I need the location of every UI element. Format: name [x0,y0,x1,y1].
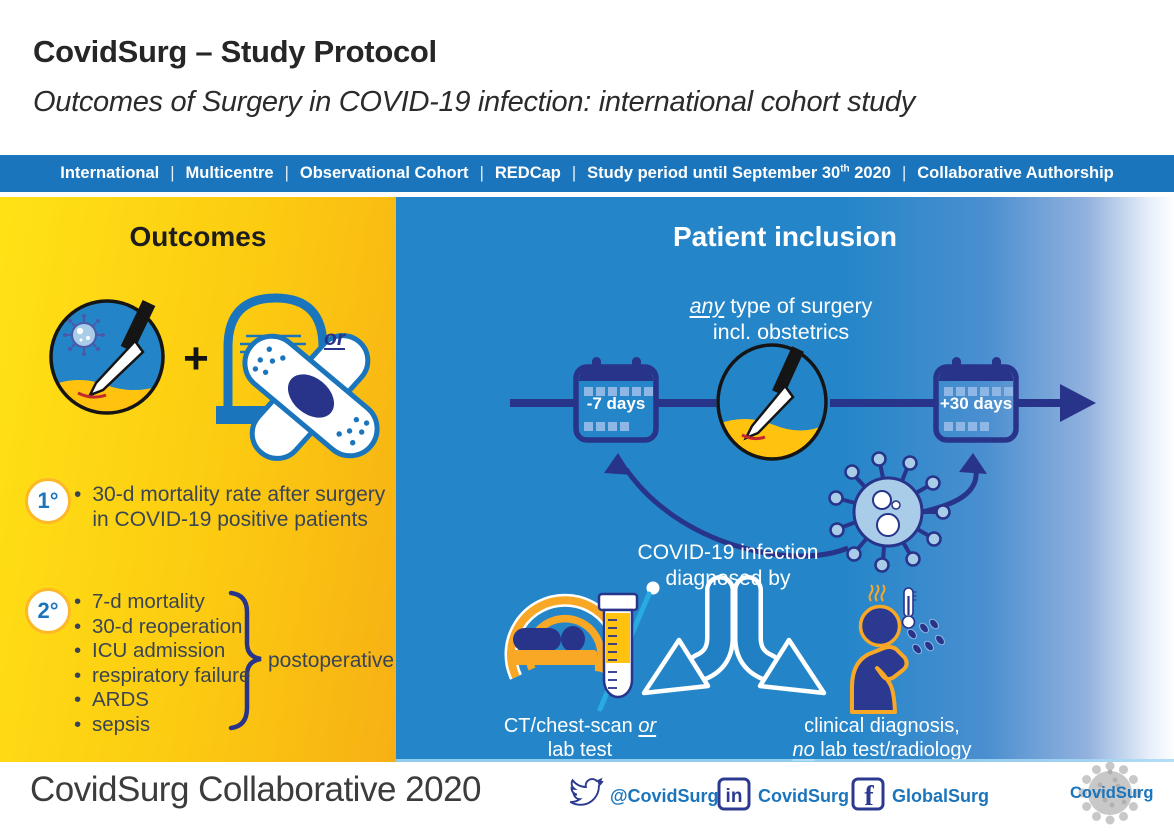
covid-caption-line1: COVID-19 infection [637,541,819,564]
covid-diagnosis-caption: COVID-19 infection diagnosed by [628,540,828,592]
study-attributes-banner: International | Multicentre | Observatio… [0,155,1174,192]
surgery-note-rest: type of surgery [724,294,873,318]
no-emphasis: no [792,739,815,761]
surgery-note-line2: incl. obstetrics [712,320,850,344]
calendar-minus7-icon [573,357,659,443]
surgery-incision-icon [49,299,165,415]
droplets [907,618,945,655]
diagnosis-branch-arrows [641,575,827,696]
page-title: CovidSurg – Study Protocol [33,34,437,69]
study-period-sup: th [840,163,850,175]
bullet: • [74,712,82,736]
surgery-incision-oval-icon [716,343,828,461]
clinical-rest: lab test/radiology [814,739,972,761]
banner-item-authorship: Collaborative Authorship [917,164,1114,182]
bullet: • [74,614,82,638]
list-item-label: sepsis [92,712,151,736]
timeline-arrowhead [1060,384,1096,422]
footer-collaborative-text: CovidSurg Collaborative 2020 [30,770,482,809]
banner-item-multicentre: Multicentre [185,164,274,182]
secondary-outcomes-list: • 7-d mortality • 30-d reoperation • ICU ad… [74,590,250,737]
banner-item-observational: Observational Cohort [299,164,469,182]
secondary-outcome-badge: 2° [25,588,71,634]
bullet: • [74,483,82,506]
list-item: • 30-d reoperation [74,615,250,640]
coronavirus-icon [828,451,951,573]
bullet: • [74,688,82,711]
banner-separator: | [284,164,289,182]
lab-test-tube-icon [597,581,660,712]
ct-lab-label: CT/chest-scan or lab test [470,714,690,762]
crossed-bandages-icon [242,333,380,461]
gray-virus-icon [1078,761,1142,825]
plus-sign: + [183,334,209,383]
banner-item-study-period: Study period until September 30th 2020 [576,164,902,183]
list-item: • 7-d mortality [74,590,250,615]
timeline-start-label: -7 days [586,394,646,413]
facebook-name[interactable]: GlobalSurg [892,786,990,806]
thermometer-icon [901,587,917,629]
list-item-label: 30-d reoperation [92,614,243,638]
facebook-icon[interactable]: f [850,776,886,812]
list-item-label: 7-d mortality [92,590,205,613]
ct-label-line2: lab test [547,739,613,761]
banner-separator: | [901,164,907,182]
small-virus-icon [63,314,105,356]
linkedin-icon[interactable]: in [716,776,752,812]
any-emphasis: any [689,294,725,318]
logo-text: CovidSurg [1070,784,1154,802]
banner-separator: | [571,164,577,182]
list-item: • ICU admission [74,639,250,664]
primary-outcome-text: 30-d mortality rate after surgery in COV… [92,483,386,531]
postoperative-label: postoperative [268,649,395,672]
primary-outcome-badge: 1° [25,478,71,524]
any-surgery-note: any type of surgery incl. obstetrics [616,293,946,345]
twitter-icon[interactable] [561,774,609,814]
ct-scanner-icon [504,593,626,683]
banner-item-redcap: REDCap [494,164,561,182]
list-item-label: ICU admission [92,639,226,662]
covidsurg-logo: CovidSurg [1070,760,1154,828]
inclusion-graphics [504,343,1096,714]
covid-caption-line2: diagnosed by [665,567,791,590]
twitter-handle[interactable]: @CovidSurg [610,786,719,806]
banner-separator: | [170,164,175,182]
list-item: • sepsis [74,713,250,738]
scalpel-icon [77,299,156,399]
clinical-diagnosis-label: clinical diagnosis, no lab test/radiolog… [762,714,1002,762]
study-period-text: Study period until September 30 [587,164,841,182]
bullet: • [74,663,82,687]
bullet: • [74,590,82,613]
outcomes-heading: Outcomes [129,221,267,252]
patient-inclusion-heading: Patient inclusion [672,221,898,252]
timeline-end-label: +30 days [939,394,1013,413]
coughing-person-icon [850,584,945,714]
patient-inclusion-panel [396,197,1174,762]
primary-outcome-item: • 30-d mortality rate after surgery in C… [74,482,386,532]
brace-glyph [228,590,262,731]
list-item-label: respiratory failure [92,663,251,687]
clinical-line1: clinical diagnosis, [804,715,960,737]
outcomes-graphics [49,293,380,731]
banner-item-international: International [60,164,160,182]
list-item: • respiratory failure [74,664,250,689]
study-period-year: 2020 [849,164,891,182]
calendar-plus30-icon [933,357,1019,443]
page-subtitle: Outcomes of Surgery in COVID-19 infectio… [33,86,915,118]
svg-text:f: f [864,781,874,812]
svg-text:in: in [726,786,743,807]
banner-separator: | [479,164,484,182]
ct-label-pre: CT/chest-scan [503,715,639,737]
linkedin-name[interactable]: CovidSurg [758,786,850,806]
list-item-label: ARDS [92,688,149,711]
or-label: or [324,327,345,350]
bullet: • [74,639,82,662]
panel-bottom-divider [396,759,1174,762]
outcomes-panel [0,197,396,762]
list-item: • ARDS [74,688,250,713]
or-emphasis: or [638,715,657,737]
